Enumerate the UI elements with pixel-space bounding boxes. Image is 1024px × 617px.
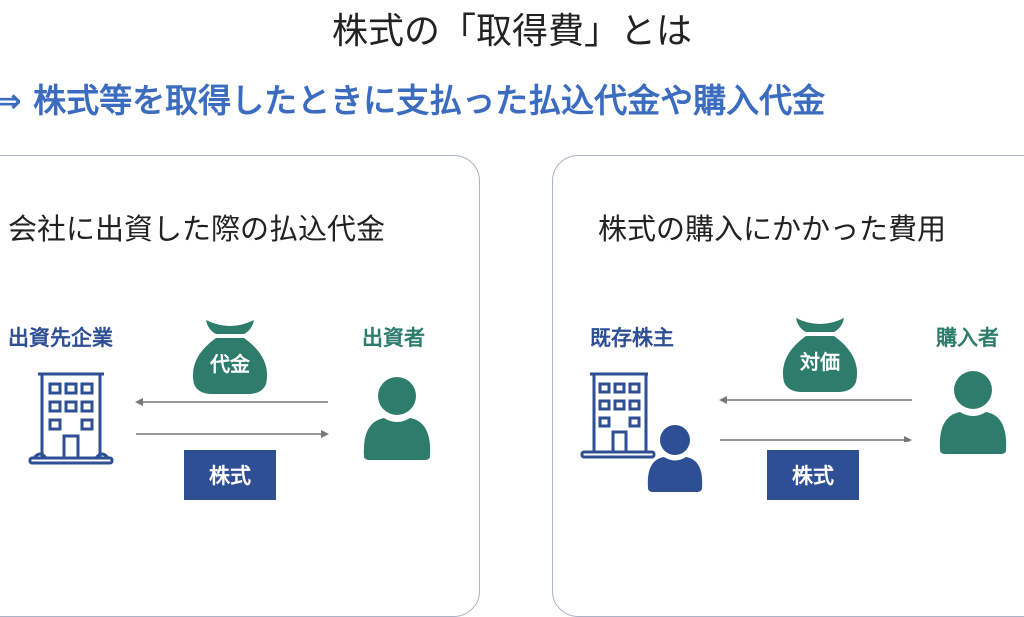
stock-label-box: 株式 bbox=[767, 450, 859, 500]
building-icon bbox=[28, 372, 114, 465]
company-label: 出資先企業 bbox=[8, 326, 113, 350]
subtitle: ⇒ 株式等を取得したときに支払った払込代金や購入代金 bbox=[0, 81, 826, 120]
buyer-label: 購入者 bbox=[936, 326, 999, 350]
page-title: 株式の「取得費」とは bbox=[331, 11, 692, 52]
person-icon bbox=[363, 377, 431, 460]
card-title: 会社に出資した際の払込代金 bbox=[8, 212, 386, 246]
card-title: 株式の購入にかかった費用 bbox=[598, 212, 947, 246]
money-bag-icon bbox=[192, 320, 268, 394]
building-icon bbox=[580, 372, 656, 459]
flow-arrows bbox=[135, 398, 329, 438]
stock-label-box: 株式 bbox=[184, 450, 276, 500]
money-label: 代金 bbox=[210, 352, 250, 376]
investor-label: 出資者 bbox=[362, 326, 425, 350]
consideration-label: 対価 bbox=[800, 350, 840, 374]
existing-shareholder-label: 既存株主 bbox=[590, 326, 674, 350]
flow-arrows bbox=[719, 396, 912, 442]
money-bag-icon bbox=[782, 318, 858, 392]
shareholder-person-icon bbox=[647, 425, 703, 492]
buyer-person-icon bbox=[939, 371, 1007, 454]
